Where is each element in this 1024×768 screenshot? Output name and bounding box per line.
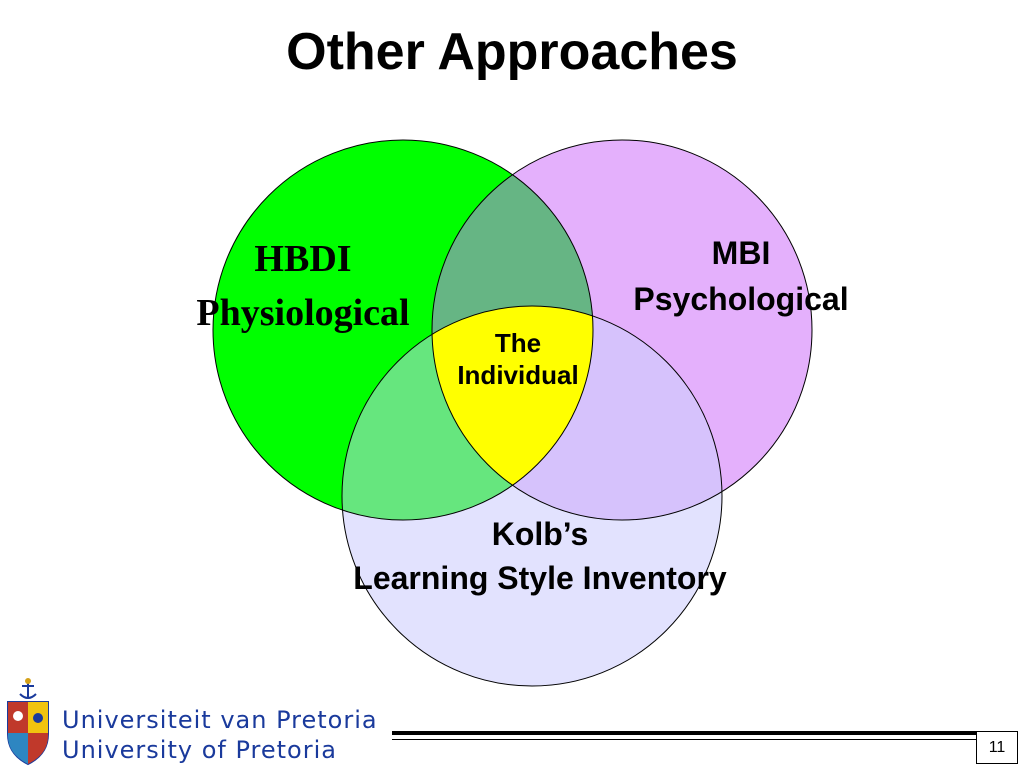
label-hbdi: HBDI Physiological (168, 232, 438, 340)
label-mbi-line2: Psychological (633, 281, 849, 317)
university-name-afrikaans: Universiteit van Pretoria (62, 706, 378, 734)
label-kolb: Kolb’s Learning Style Inventory (290, 512, 790, 600)
outline-hbdi (212, 139, 594, 521)
university-crest-icon (7, 678, 49, 766)
label-hbdi-line2: Physiological (196, 292, 410, 334)
label-center-line2: Individual (457, 360, 579, 390)
label-mbi: MBI Psychological (600, 230, 882, 322)
outline-mbi (431, 139, 813, 521)
label-center-line1: The (494, 328, 542, 358)
label-kolb-line2: Learning Style Inventory (353, 560, 727, 596)
slide-title: Other Approaches (286, 23, 738, 81)
footer-rule-thick (392, 731, 976, 735)
university-name-english: University of Pretoria (62, 736, 337, 764)
footer-rule-thin (392, 739, 976, 740)
label-hbdi-line1: HBDI (254, 238, 352, 280)
label-mbi-line1: MBI (711, 235, 771, 271)
label-kolb-line1: Kolb’s (491, 516, 589, 552)
outline-kolb (341, 305, 723, 687)
page-number: 11 (976, 731, 1018, 764)
label-center: The Individual (430, 327, 606, 391)
